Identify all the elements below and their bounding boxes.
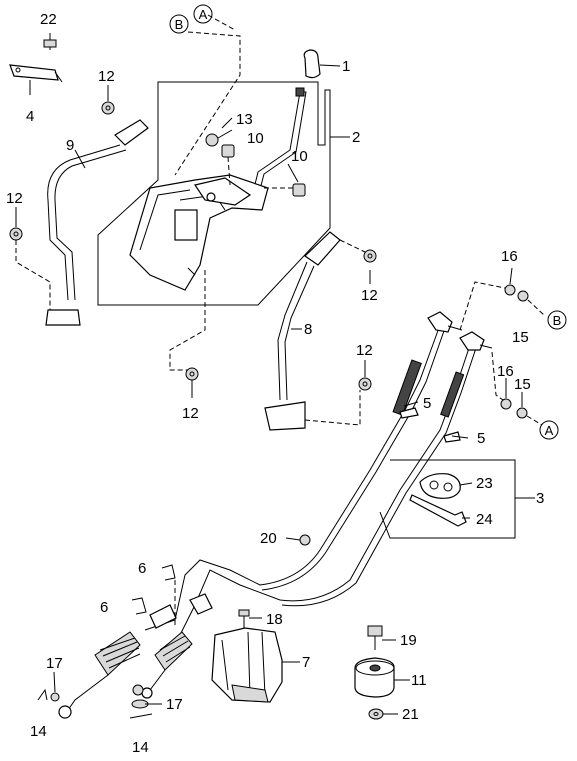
part-15-clip-a — [459, 281, 546, 331]
part-7-cable-cover — [211, 627, 300, 703]
callout-2: 2 — [352, 129, 360, 146]
connector-b-right: B — [547, 310, 567, 330]
connector-a-right-label: A — [545, 423, 554, 438]
callout-6-b: 6 — [100, 599, 108, 616]
part-12-nut-d — [358, 377, 372, 391]
connector-a-right: A — [539, 420, 559, 440]
cable-end-lower-select — [141, 593, 213, 699]
leader-lines — [15, 85, 523, 705]
connector-line-b — [174, 31, 241, 176]
callout-7: 7 — [302, 654, 310, 671]
part-12-nut-a — [101, 101, 115, 115]
part-19-bolt — [367, 625, 396, 650]
part-12-nut-b — [9, 227, 51, 310]
callout-6-a: 6 — [138, 560, 146, 577]
part-17-washer-a — [50, 692, 60, 702]
callout-16-b: 16 — [497, 363, 514, 380]
connector-a-top-label: A — [199, 7, 208, 22]
callout-14-a: 14 — [30, 723, 47, 740]
callout-labels: 1 2 3 4 5 5 6 6 7 8 9 10 10 11 12 12 12 … — [6, 11, 544, 756]
callout-23: 23 — [476, 475, 493, 492]
callout-18: 18 — [266, 611, 283, 628]
part-12-nut-e — [185, 367, 199, 381]
callout-10-b: 10 — [291, 148, 308, 165]
part-5-clip-b — [443, 431, 461, 443]
connector-b-top: B — [169, 14, 189, 34]
part-9-stay-rod — [45, 119, 149, 326]
connector-line-a — [207, 14, 236, 31]
part-21-nut — [368, 708, 398, 720]
part-12-nut-c — [363, 249, 377, 263]
cable-end-select — [459, 331, 493, 351]
callout-17-b: 17 — [166, 696, 183, 713]
part-11-rubber-mount — [354, 657, 410, 698]
callout-17-a: 17 — [46, 655, 63, 672]
callout-3: 3 — [536, 490, 544, 507]
callout-15-b: 15 — [514, 376, 531, 393]
callout-15-a: 15 — [512, 329, 529, 346]
callout-16-a: 16 — [501, 248, 518, 265]
part-14-pin-a — [37, 688, 48, 701]
callout-22: 22 — [40, 11, 57, 28]
part-16-washer-a — [504, 284, 516, 296]
callout-20: 20 — [260, 530, 277, 547]
part-2-shift-lever — [249, 87, 350, 206]
part-5-clip-a — [399, 407, 419, 419]
callout-5-a: 5 — [423, 395, 431, 412]
part-1-shift-knob — [303, 49, 341, 79]
callout-21: 21 — [402, 706, 419, 723]
part-20-bolt — [299, 534, 311, 546]
callout-9: 9 — [66, 137, 74, 154]
part-15-clip-b — [516, 407, 543, 426]
part-16-washer-b — [491, 351, 512, 410]
part-22-bolt — [43, 33, 57, 50]
callout-12-e: 12 — [182, 405, 199, 422]
part-6-clip-b — [131, 597, 147, 615]
callout-4: 4 — [26, 108, 34, 125]
part-8-stay-rod — [264, 231, 366, 431]
part-23-grommet — [419, 473, 461, 499]
callout-19: 19 — [400, 632, 417, 649]
callout-12-a: 12 — [98, 68, 115, 85]
callout-10-a: 10 — [247, 130, 264, 147]
part-13-nut — [205, 129, 233, 147]
part-2-base-plate — [129, 174, 269, 291]
connector-line-12-lower — [169, 270, 206, 371]
part-3-bracket-frame — [379, 459, 535, 539]
connector-b-top-label: B — [175, 17, 184, 32]
connector-a-top: A — [193, 4, 213, 24]
callout-12-b: 12 — [6, 190, 23, 207]
callout-5-b: 5 — [477, 430, 485, 447]
callout-24: 24 — [476, 511, 493, 528]
connector-b-right-label: B — [553, 313, 562, 328]
part-4-bracket — [9, 64, 63, 95]
callout-13: 13 — [236, 111, 253, 128]
part-24-cable-tie — [409, 494, 467, 527]
part-10-bushing-a — [221, 144, 235, 186]
part-2-lever-assembly-frame — [97, 81, 331, 306]
callout-1: 1 — [342, 58, 350, 75]
callout-12-d: 12 — [356, 342, 373, 359]
part-6-clip-a — [161, 564, 176, 581]
callout-8: 8 — [304, 321, 312, 338]
callout-11: 11 — [411, 672, 427, 689]
cable-end-shift — [427, 311, 463, 333]
shift-cable — [144, 324, 446, 631]
part-14-pin-b — [129, 713, 153, 719]
callout-14-b: 14 — [132, 739, 149, 756]
callout-12-c: 12 — [361, 287, 378, 304]
part-10-bushing-b — [262, 183, 306, 197]
cable-end-lower-shift — [58, 604, 177, 719]
